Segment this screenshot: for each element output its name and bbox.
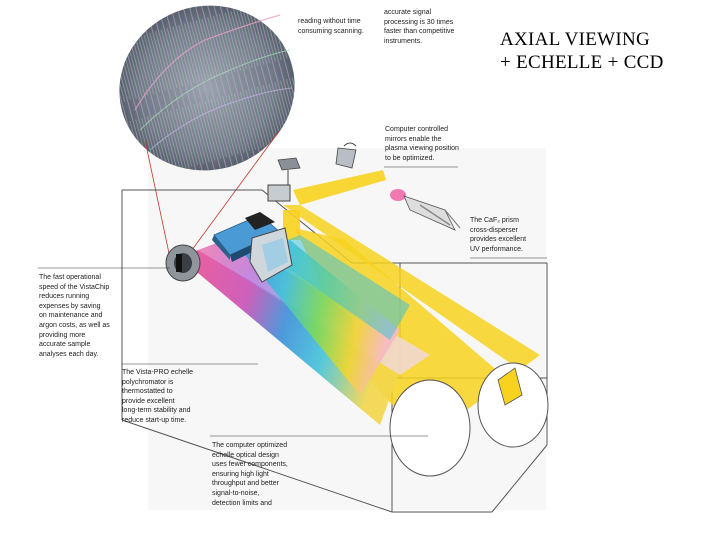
callout-readout: reading without time consuming scanning. <box>298 18 364 35</box>
heading-line-2: + ECHELLE + CCD <box>500 52 664 73</box>
caf2-prism <box>249 227 293 283</box>
callout-prism: The CaF₂ prism cross-disperser provides … <box>470 217 527 253</box>
plasma-viewing-mirrors <box>267 142 357 202</box>
callout-optical: The computer optimized echelle optical d… <box>212 442 288 507</box>
callout-leader-lines <box>38 166 547 437</box>
callout-mirrors: Computer controlled mirrors enable the p… <box>385 126 459 162</box>
callout-processing: accurate signal processing is 30 times f… <box>384 9 455 45</box>
callout-echelle: The Vista-PRO echelle polychromator is t… <box>122 369 194 424</box>
instrument-housing <box>121 189 548 513</box>
page-heading: AXIAL VIEWING + ECHELLE + CCD <box>500 28 664 74</box>
callout-vistachip: The fast operational speed of the VistaC… <box>39 274 110 358</box>
detector-lens <box>389 362 549 477</box>
heading-line-1: AXIAL VIEWING <box>500 29 651 50</box>
vistachip-detector <box>165 244 201 282</box>
projection-line-right <box>185 129 281 259</box>
projection-line-left <box>144 139 171 259</box>
ccd-readout-disc <box>119 5 295 171</box>
plasma-torch <box>390 189 461 231</box>
